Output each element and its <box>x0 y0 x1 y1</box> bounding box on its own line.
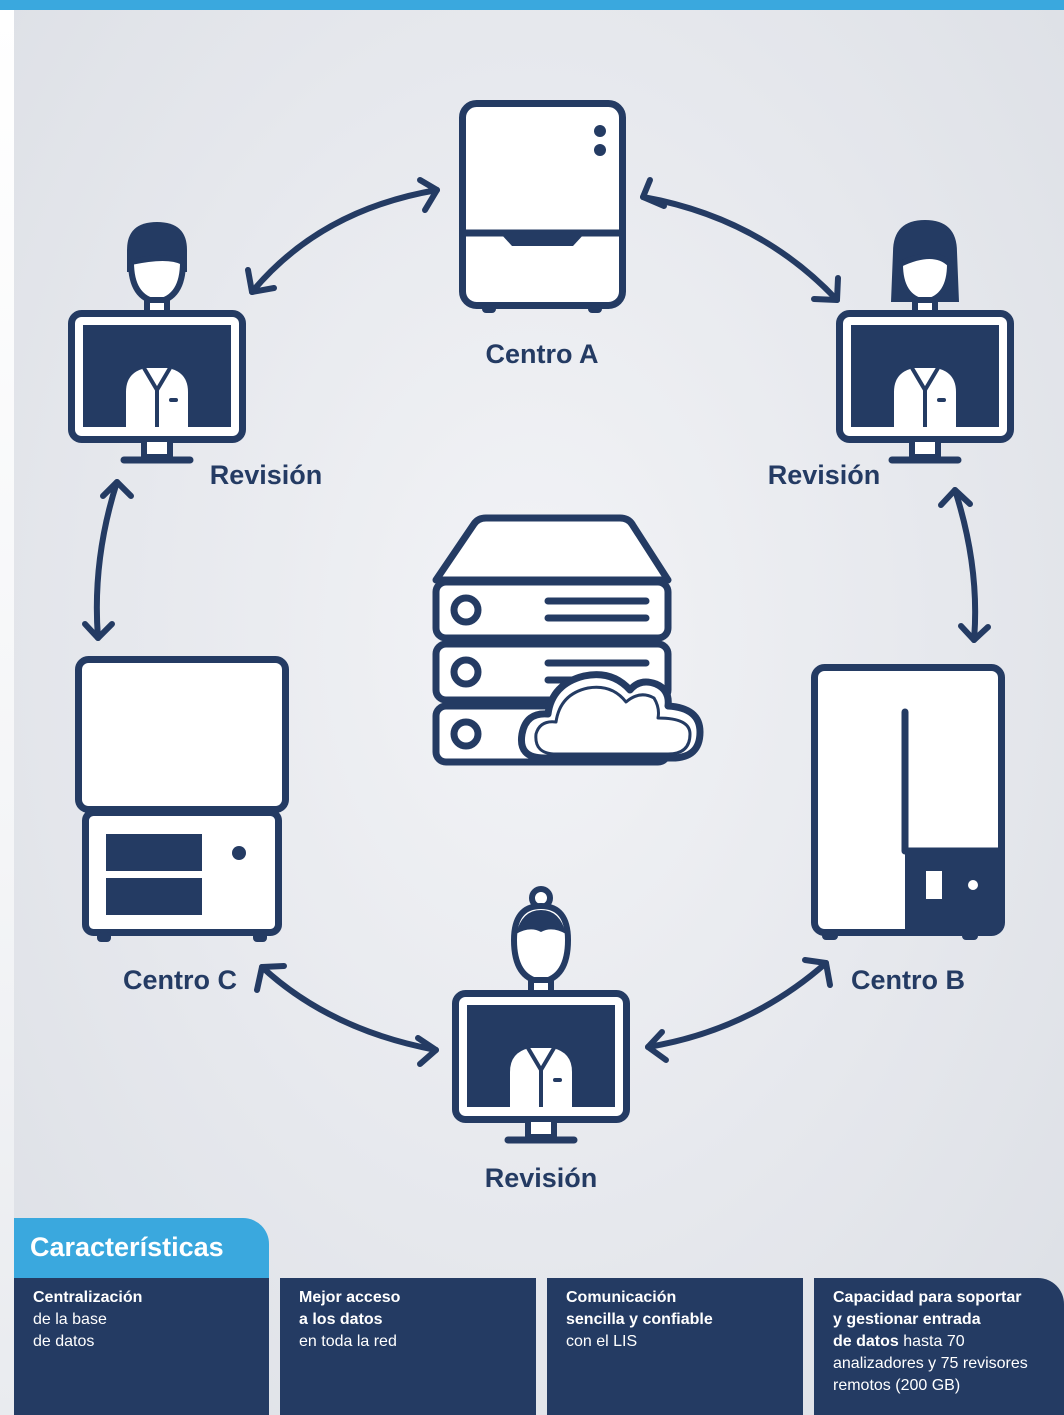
arrow-c-bottom <box>254 963 439 1067</box>
arrow-left-vertical <box>82 479 134 641</box>
server-cloud-icon <box>432 514 704 766</box>
label-centro-a: Centro A <box>485 339 599 369</box>
feature-3-bold-2: sencilla y confiable <box>566 1311 713 1328</box>
label-centro-c: Centro C <box>123 965 237 995</box>
analyzer-b-icon <box>811 664 1005 940</box>
feature-card-4: Capacidad para soportar y gestionar entr… <box>814 1278 1064 1415</box>
feature-1-text-2: de datos <box>33 1333 95 1350</box>
analyzer-a-icon <box>459 100 626 313</box>
feature-4-bold-1: Capacidad para soportar <box>833 1289 1022 1306</box>
reviewer-bottom-icon <box>456 889 627 1140</box>
feature-4-bold-3: de datos <box>833 1333 899 1350</box>
feature-3-bold-1: Comunicación <box>566 1289 677 1306</box>
label-revision-bottom: Revisión <box>484 1163 598 1193</box>
left-edge-strip <box>0 10 14 1415</box>
feature-3-text-1: con el LIS <box>566 1333 638 1350</box>
feature-card-1: Centralización de la base de datos <box>14 1278 269 1415</box>
analyzer-c-icon <box>75 656 289 942</box>
feature-4-bold-tail: hasta 70 <box>898 1333 965 1350</box>
feature-2-bold-1: Mejor acceso <box>299 1289 401 1306</box>
arrow-a-right <box>640 177 841 303</box>
arrow-b-bottom <box>645 957 833 1063</box>
label-centro-b: Centro B <box>851 965 965 995</box>
feature-2-bold-2: a los datos <box>299 1311 383 1328</box>
feature-1-text-1: de la base <box>33 1311 107 1328</box>
feature-4-text-1: analizadores y 75 revisores <box>833 1355 1028 1372</box>
feature-card-3: Comunicación sencilla y confiable con el… <box>547 1278 803 1415</box>
label-revision-right: Revisión <box>767 460 881 490</box>
arrow-right-vertical <box>938 487 991 643</box>
label-revision-left: Revisión <box>209 460 323 490</box>
reviewer-left-icon <box>72 222 243 460</box>
arrow-a-left <box>245 177 440 295</box>
feature-2-text-1: en toda la red <box>299 1333 397 1350</box>
feature-4-text-2: remotos (200 GB) <box>833 1377 961 1394</box>
reviewer-right-icon <box>840 220 1011 460</box>
features-title: Características <box>14 1218 269 1278</box>
feature-card-2: Mejor acceso a los datos en toda la red <box>280 1278 536 1415</box>
feature-4-bold-2: y gestionar entrada <box>833 1311 981 1328</box>
top-accent-bar <box>0 0 1064 10</box>
feature-1-bold-1: Centralización <box>33 1289 143 1306</box>
